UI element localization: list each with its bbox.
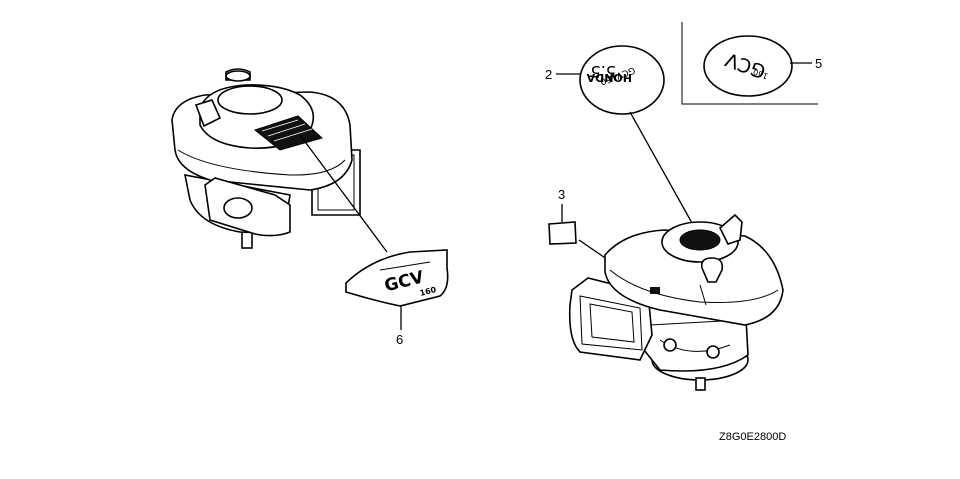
decal-3-label (548, 221, 577, 245)
decal-6-num-text: 160 (419, 285, 438, 298)
callout-3: 3 (558, 187, 565, 202)
callout-2: 2 (545, 67, 552, 82)
diagram-code: Z8G0E2800D (719, 431, 786, 443)
left-engine (171, 68, 361, 249)
emblem-2-brand-text: HONDA (586, 71, 632, 84)
emblem-2-disc (579, 45, 665, 115)
callout-5: 5 (815, 56, 822, 71)
emblem-5-disc (703, 35, 793, 97)
leader-line-6 (299, 134, 388, 253)
callout-6: 6 (396, 332, 403, 347)
alt-part-frame (681, 22, 818, 105)
right-engine (568, 213, 784, 391)
leader-line-2b (629, 111, 698, 233)
emblem-2-num-text: 5.5 (591, 62, 616, 81)
decal-6-front-label: GCV 160 (345, 249, 449, 307)
